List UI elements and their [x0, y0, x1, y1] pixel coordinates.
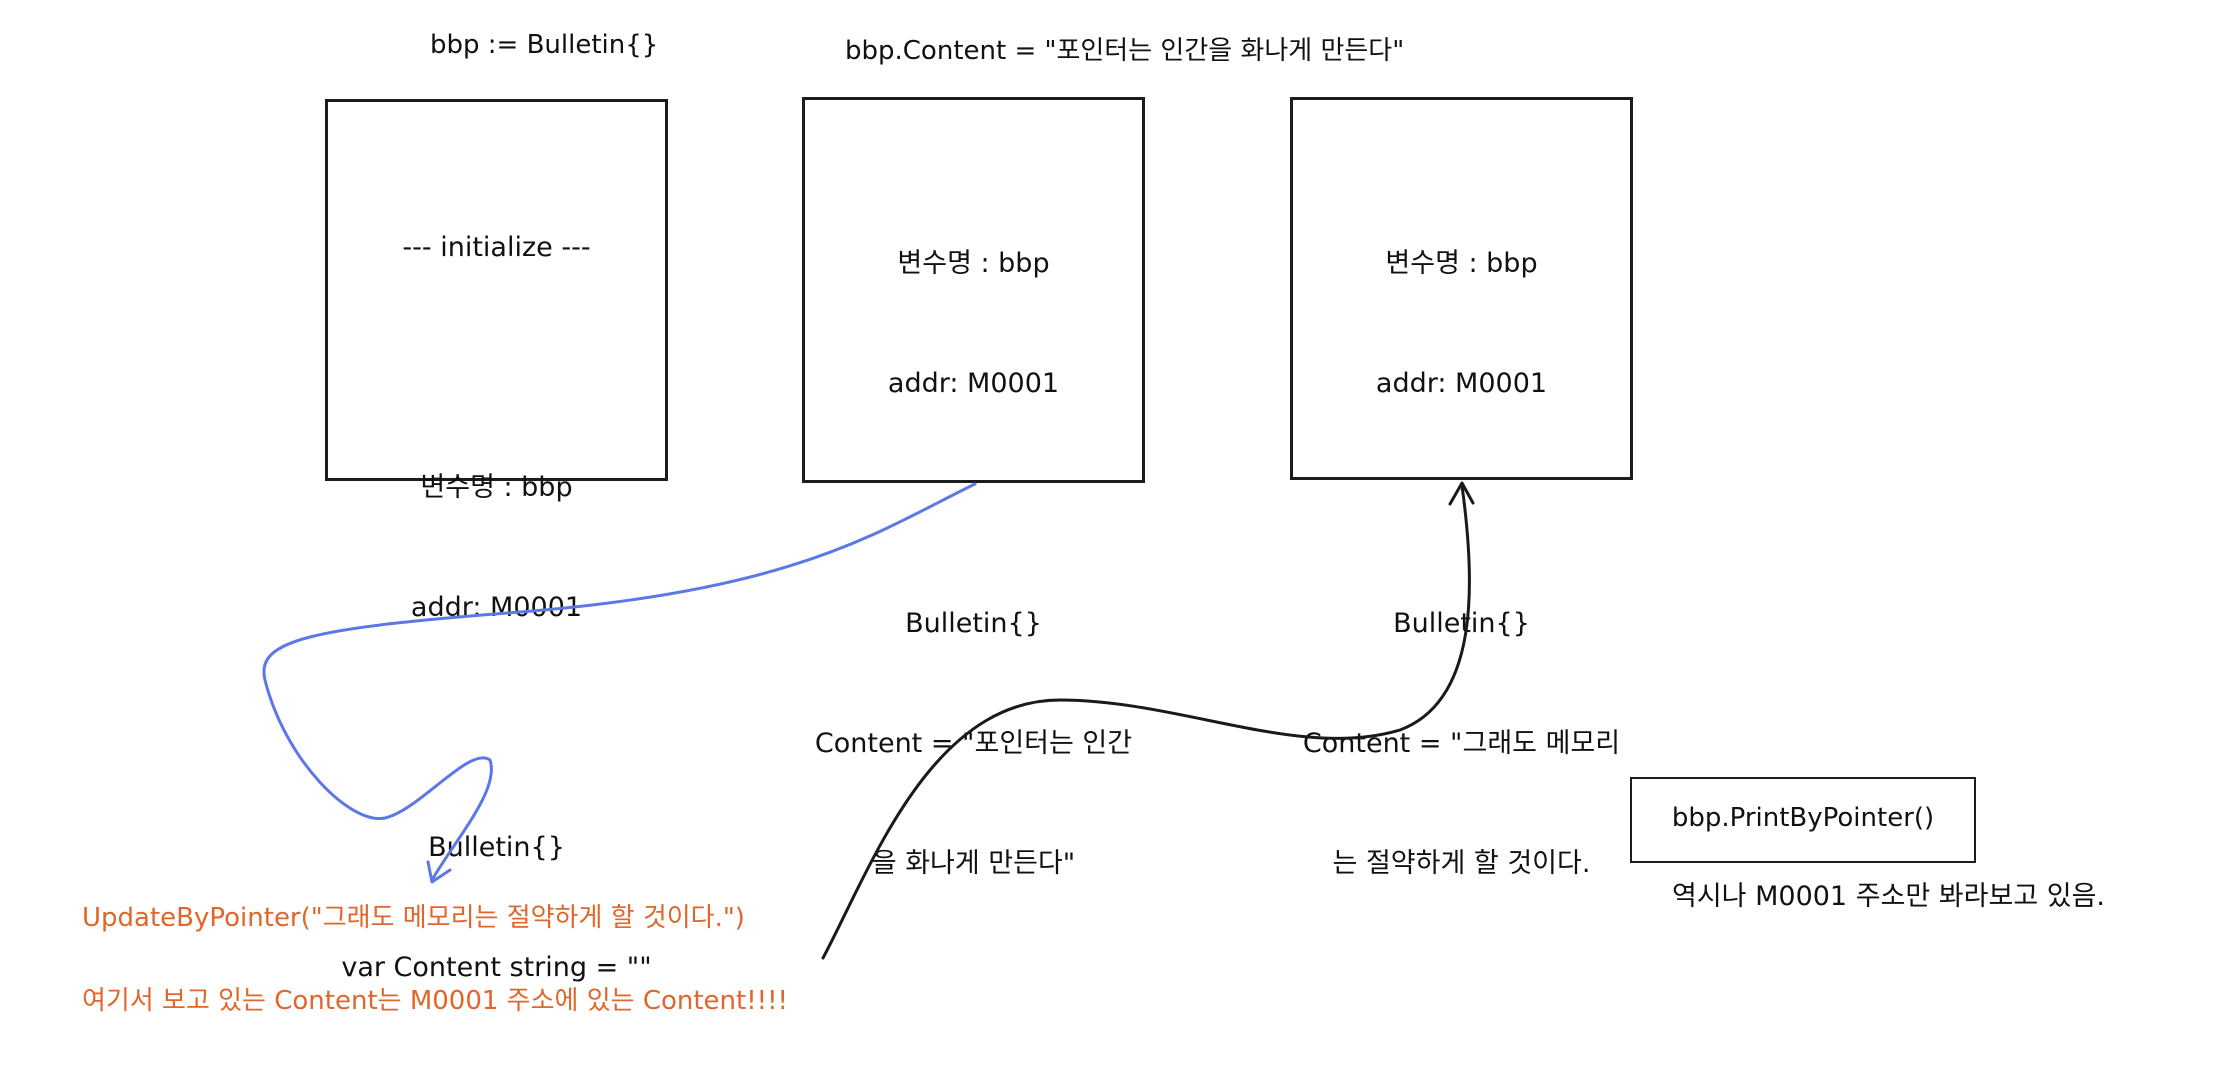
box-line: Bulletin{}	[1393, 608, 1530, 639]
box-line: 을 화나게 만든다"	[871, 848, 1076, 879]
box-line: addr: M0001	[1375, 368, 1548, 399]
box-line: Bulletin{}	[905, 608, 1042, 639]
update-call-text: UpdateByPointer("그래도 메모리는 절약하게 할 것이다.")	[82, 903, 745, 933]
blue-arrowhead	[426, 860, 452, 884]
memory-box-content-assigned: 변수명 : bbp addr: M0001 Bulletin{} Content…	[802, 97, 1145, 879]
black-pointer-arrow	[821, 484, 1471, 960]
box-2-lines: 변수명 : bbp addr: M0001 Bulletin{} Content…	[805, 164, 1142, 964]
box-line: addr: M0001	[410, 592, 583, 623]
box-1-lines: --- initialize --- 변수명 : bbp addr: M0001…	[328, 148, 665, 1068]
print-by-pointer-box: bbp.PrintByPointer()	[1630, 777, 1976, 863]
box-line: var Content string = ""	[341, 952, 652, 983]
box-line: 변수명 : bbp	[1385, 248, 1538, 279]
explanation-text: 여기서 보고 있는 Content는 M0001 주소에 있는 Content!…	[82, 986, 788, 1016]
box-line: addr: M0001	[887, 368, 1060, 399]
box-line: 는 절약하게 할 것이다.	[1332, 848, 1591, 879]
print-by-pointer-label: bbp.PrintByPointer()	[1671, 803, 1935, 833]
heading-init: bbp := Bulletin{}	[430, 30, 659, 60]
print-by-pointer-note: 역시나 M0001 주소만 봐라보고 있음.	[1672, 881, 2106, 912]
box-line: 변수명 : bbp	[897, 248, 1050, 279]
memory-box-content-updated: 변수명 : bbp addr: M0001 Bulletin{} Content…	[1290, 97, 1633, 879]
box-line: --- initialize ---	[402, 232, 591, 263]
box-line: 변수명 : bbp	[420, 472, 573, 503]
heading-assign: bbp.Content = "포인터는 인간을 화나게 만든다"	[845, 36, 1405, 66]
box-line: Bulletin{}	[428, 832, 565, 863]
black-arrowhead	[1448, 481, 1475, 506]
blue-update-arrow	[262, 482, 977, 882]
memory-box-initialize: --- initialize --- 변수명 : bbp addr: M0001…	[325, 99, 668, 983]
